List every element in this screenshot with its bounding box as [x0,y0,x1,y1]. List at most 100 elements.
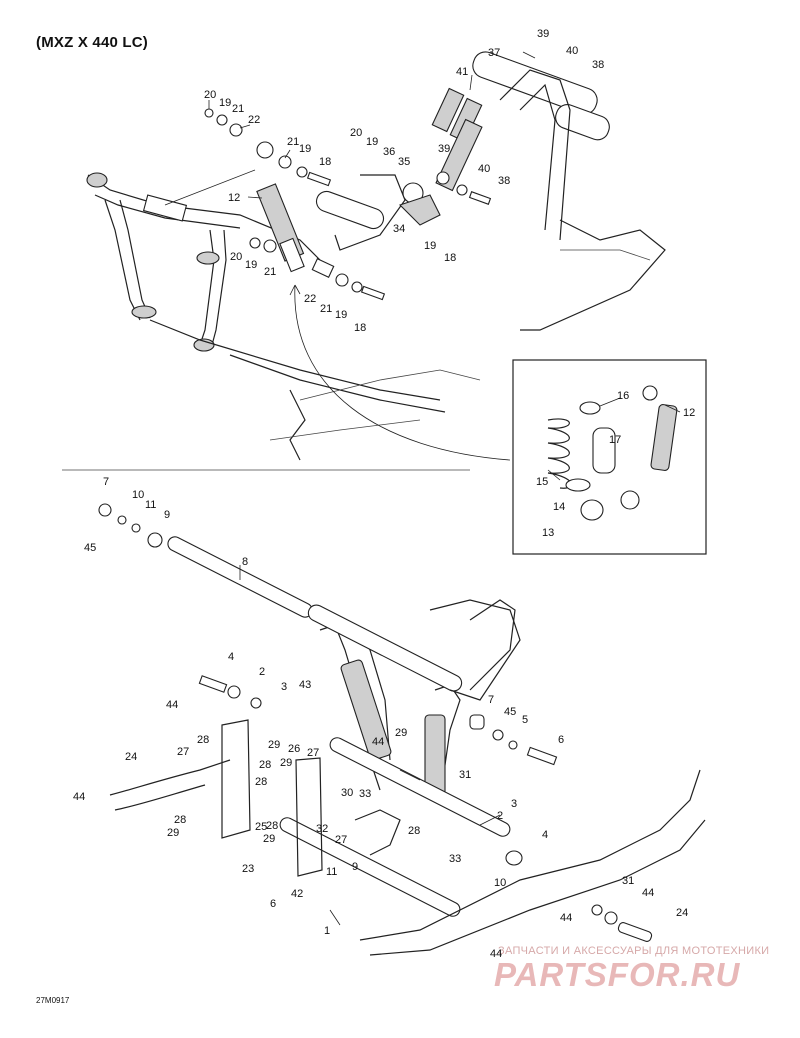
callout-number: 5 [522,714,528,726]
callout-number: 2 [497,810,503,822]
callout-number: 39 [438,143,450,155]
upper-suspension-frame [86,172,481,461]
callout-number: 44 [372,736,384,748]
callout-number: 11 [145,499,156,511]
spring-detail-inset [512,359,707,555]
callout-number: 44 [560,912,572,924]
callout-number: 36 [383,146,395,158]
callout-number: 21 [264,266,276,278]
callout-number: 10 [132,489,144,501]
callout-number: 12 [228,192,240,204]
callout-number: 29 [263,833,275,845]
callout-number: 31 [459,769,471,781]
callout-number: 17 [609,434,621,446]
callout-number: 19 [219,97,231,109]
callout-number: 43 [299,679,311,691]
callout-number: 20 [204,89,216,101]
callout-number: 19 [335,309,347,321]
callout-number: 18 [319,156,331,168]
callout-number: 4 [228,651,234,663]
callout-number: 38 [592,59,604,71]
callout-number: 45 [504,706,516,718]
callout-number: 33 [449,853,461,865]
callout-number: 9 [352,861,358,873]
callout-number: 16 [617,390,629,402]
callout-number: 27 [177,746,189,758]
callout-number: 21 [232,103,244,115]
callout-number: 10 [494,877,506,889]
callout-number: 24 [125,751,137,763]
callout-number: 3 [281,681,287,693]
callout-number: 40 [566,45,578,57]
callout-number: 32 [316,823,328,835]
callout-number: 44 [490,948,502,960]
callout-number: 41 [456,66,468,78]
callout-number: 19 [366,136,378,148]
callout-number: 20 [350,127,362,139]
callout-number: 12 [683,407,695,419]
callout-number: 20 [230,251,242,263]
callout-number: 28 [197,734,209,746]
callout-number: 7 [488,694,494,706]
callout-number: 44 [642,887,654,899]
callout-number: 34 [393,223,405,235]
callout-number: 45 [84,542,96,554]
callout-number: 37 [488,47,500,59]
callout-number: 29 [268,739,280,751]
callout-number: 35 [398,156,410,168]
callout-number: 21 [287,136,299,148]
callout-number: 28 [408,825,420,837]
spring-detail-parts [547,385,678,521]
callout-number: 28 [255,776,267,788]
drawing-reference: 27M0917 [36,996,70,1005]
callout-number: 25 [255,821,267,833]
callout-number: 28 [174,814,186,826]
callout-number: 3 [511,798,517,810]
callout-number: 24 [676,907,688,919]
callout-leaders [208,51,681,926]
callout-number: 6 [558,734,564,746]
callout-number: 30 [341,787,353,799]
callout-number: 8 [242,556,248,568]
callout-number: 6 [270,898,276,910]
callout-number: 27 [307,747,319,759]
callout-number: 1 [324,925,330,937]
callout-number: 19 [245,259,257,271]
callout-number: 18 [354,322,366,334]
callout-number: 18 [444,252,456,264]
callout-number: 15 [536,476,548,488]
callout-number: 44 [73,791,85,803]
callout-number: 33 [359,788,371,800]
callout-number: 2 [259,666,265,678]
callout-number: 4 [542,829,548,841]
callout-number: 13 [542,527,554,539]
shock-absorber-12-upper [204,108,386,301]
callout-number: 29 [280,757,292,769]
callout-number: 27 [335,834,347,846]
rear-arm-assembly [315,51,666,331]
callout-number: 9 [164,509,170,521]
callout-number: 29 [395,727,407,739]
callout-number: 28 [266,820,278,832]
callout-number: 26 [288,743,300,755]
callout-number: 40 [478,163,490,175]
callout-number: 7 [103,476,109,488]
callout-number: 23 [242,863,254,875]
callout-number: 29 [167,827,179,839]
callout-number: 38 [498,175,510,187]
callout-number: 19 [424,240,436,252]
watermark-tagline: ЗАПЧАСТИ И АКСЕССУАРЫ ДЛЯ МОТОТЕХНИКИ [498,945,770,957]
callout-number: 21 [320,303,332,315]
callout-number: 14 [553,501,565,513]
callout-number: 44 [166,699,178,711]
page-title: (MXZ X 440 LC) [36,34,148,51]
callout-number: 22 [304,293,316,305]
watermark-logo: PARTSFOR.RU [494,956,741,993]
callout-number: 11 [326,866,337,878]
callout-number: 42 [291,888,303,900]
callout-number: 39 [537,28,549,40]
callout-number: 22 [248,114,260,126]
